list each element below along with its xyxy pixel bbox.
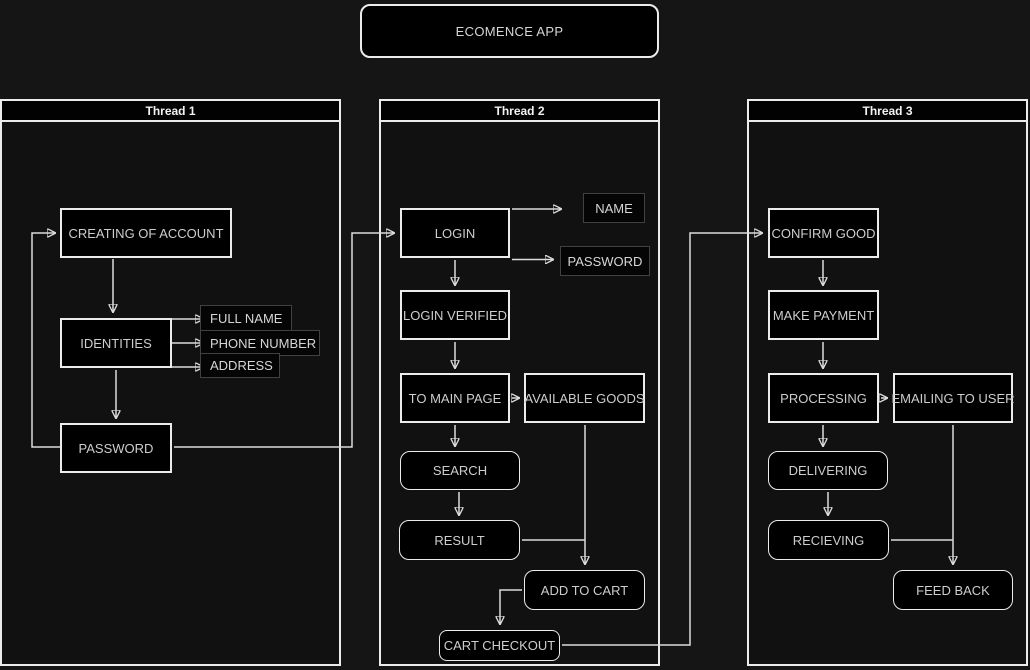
- node-creating-of-account: CREATING OF ACCOUNT: [60, 208, 232, 258]
- thread-1-lane: Thread 1: [0, 99, 341, 666]
- node-confirm-good: CONFIRM GOOD: [768, 208, 879, 258]
- thread-2-header: Thread 2: [381, 101, 658, 122]
- node-address: ADDRESS: [200, 353, 280, 378]
- node-add-to-cart: ADD TO CART: [524, 570, 645, 610]
- node-emailing-to-user: EMAILING TO USER: [891, 373, 1015, 423]
- node-available-goods: AVAILABLE GOODS: [524, 373, 645, 423]
- node-feed-back: FEED BACK: [893, 570, 1013, 610]
- node-full-name: FULL NAME: [200, 305, 292, 331]
- node-delivering: DELIVERING: [768, 451, 888, 490]
- node-name-label: NAME: [583, 193, 645, 223]
- node-processing: PROCESSING: [768, 373, 879, 423]
- node-cart-checkout: CART CHECKOUT: [439, 630, 560, 661]
- node-result: RESULT: [399, 520, 520, 560]
- app-title: ECOMENCE APP: [455, 23, 564, 39]
- thread-3-header: Thread 3: [749, 101, 1026, 122]
- node-login-verified: LOGIN VERIFIED: [400, 290, 510, 340]
- node-search: SEARCH: [400, 451, 520, 490]
- app-title-box: ECOMENCE APP: [360, 4, 659, 58]
- node-recieving: RECIEVING: [768, 520, 889, 560]
- node-make-payment: MAKE PAYMENT: [768, 290, 879, 340]
- node-password-t1: PASSWORD: [60, 423, 172, 473]
- node-to-main-page: TO MAIN PAGE: [400, 373, 510, 423]
- thread-1-header: Thread 1: [2, 101, 339, 122]
- node-password-label: PASSWORD: [560, 246, 650, 276]
- node-login: LOGIN: [400, 208, 510, 258]
- node-identities: IDENTITIES: [60, 318, 172, 368]
